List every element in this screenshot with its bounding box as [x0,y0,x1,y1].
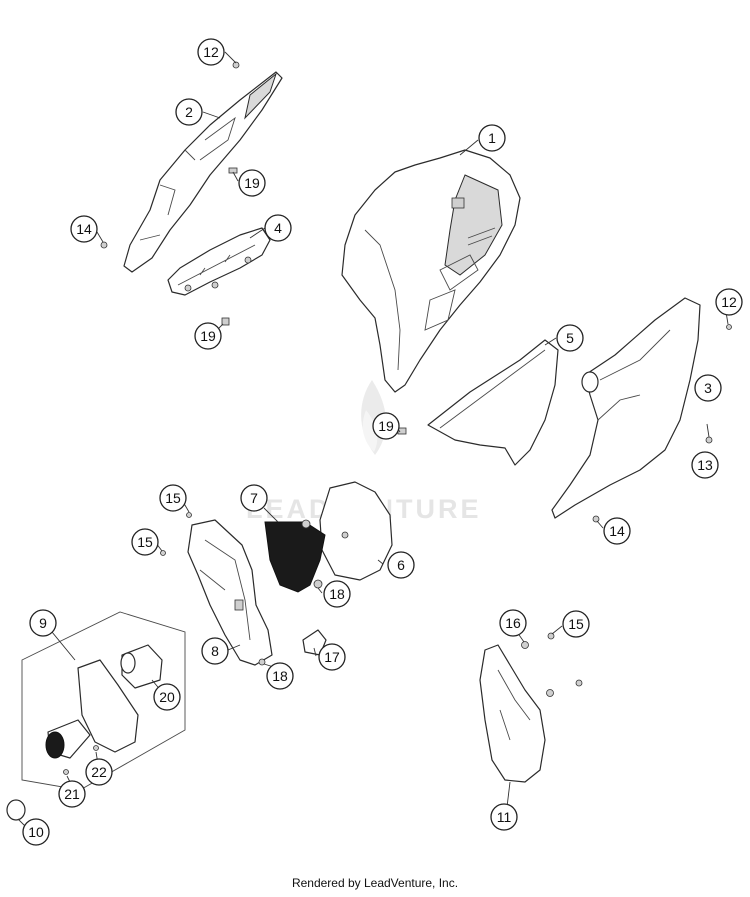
part-20-intake-tube [120,644,163,689]
callout-5: 5 [556,324,584,352]
callout-18-lower: 18 [266,662,294,690]
callout-label: 22 [91,764,107,780]
callout-22: 22 [85,758,113,786]
callout-label: 12 [721,294,737,310]
callout-19-middle-left: 19 [194,322,222,350]
hardware-parts [63,61,732,775]
callout-21: 21 [58,780,86,808]
part-10-hose-clamp [6,799,26,821]
part-5-side-panel [427,339,559,466]
callout-4: 4 [264,214,292,242]
callout-label: 15 [137,534,153,550]
callout-12-right: 12 [715,288,743,316]
callout-label: 14 [76,221,92,237]
callout-label: 14 [609,523,625,539]
part-9-intake-boot [45,659,139,759]
callout-label: 5 [566,330,574,346]
callout-17: 17 [318,643,346,671]
callout-label: 2 [185,104,193,120]
callout-6: 6 [387,551,415,579]
callout-label: 6 [397,557,405,573]
callout-15-c: 15 [562,610,590,638]
callout-label: 17 [324,649,340,665]
callout-label: 11 [497,809,512,825]
callout-20: 20 [153,683,181,711]
callout-label: 9 [39,615,47,631]
callout-label: 16 [505,615,521,631]
part-4-inner-panel [167,227,271,296]
callout-label: 15 [568,616,584,632]
callout-label: 4 [274,220,282,236]
callout-18-upper: 18 [323,580,351,608]
callout-15-a: 15 [159,484,187,512]
callout-10: 10 [22,818,50,846]
callout-1: 1 [478,124,506,152]
callout-label: 19 [378,418,394,434]
callout-9: 9 [29,609,57,637]
callout-label: 19 [200,328,216,344]
part-9-assembly-box [21,611,186,791]
callout-label: 18 [329,586,345,602]
callout-13: 13 [691,451,719,479]
callout-12-top-left: 12 [197,38,225,66]
callout-label: 3 [704,380,712,396]
footer-credit: Rendered by LeadVenture, Inc. [291,876,459,890]
callout-8: 8 [201,637,229,665]
callout-2: 2 [175,98,203,126]
callout-label: 19 [244,175,260,191]
part-8-airbox-frame [187,519,273,666]
callout-16: 16 [499,609,527,637]
part-3-right-side-cover [551,297,701,519]
part-1-main-shroud [341,149,521,393]
callout-label: 1 [488,130,496,146]
callout-label: 15 [165,490,181,506]
callout-label: 18 [272,668,288,684]
callout-label: 20 [159,689,175,705]
part-2-left-side-cover [123,71,283,273]
callout-15-b: 15 [131,528,159,556]
callout-label: 7 [250,490,258,506]
callout-14-right: 14 [603,517,631,545]
callout-19-center: 19 [372,412,400,440]
callout-label: 21 [64,786,80,802]
callout-7: 7 [240,484,268,512]
part-7-air-filter [264,521,326,593]
callout-14-left: 14 [70,215,98,243]
callout-label: 8 [211,643,219,659]
callout-label: 10 [28,824,44,840]
callout-label: 12 [203,44,219,60]
part-11-lower-guard [479,644,546,783]
callout-label: 13 [697,457,713,473]
callout-19-top: 19 [238,169,266,197]
callout-11: 11 [490,803,518,831]
callout-3: 3 [694,374,722,402]
